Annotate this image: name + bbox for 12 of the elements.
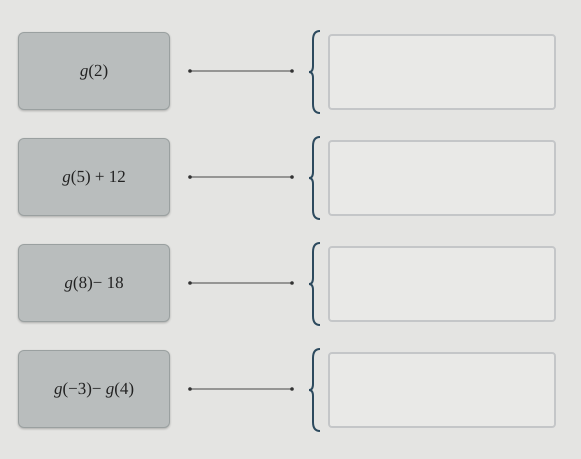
connector-line	[188, 69, 294, 73]
expression-text: g(8)− 18	[64, 272, 124, 294]
expression-card	[18, 32, 170, 110]
expression-card	[18, 138, 170, 216]
connector-line	[188, 387, 294, 391]
connector-line	[188, 175, 294, 179]
expression-card	[18, 244, 170, 322]
connector-line	[188, 281, 294, 285]
expression-text: g(2)	[80, 60, 108, 82]
expression-card	[18, 350, 170, 428]
expression-text: g(5) + 12	[62, 166, 126, 188]
expression-text: g(−3)− g(4)	[54, 378, 134, 400]
